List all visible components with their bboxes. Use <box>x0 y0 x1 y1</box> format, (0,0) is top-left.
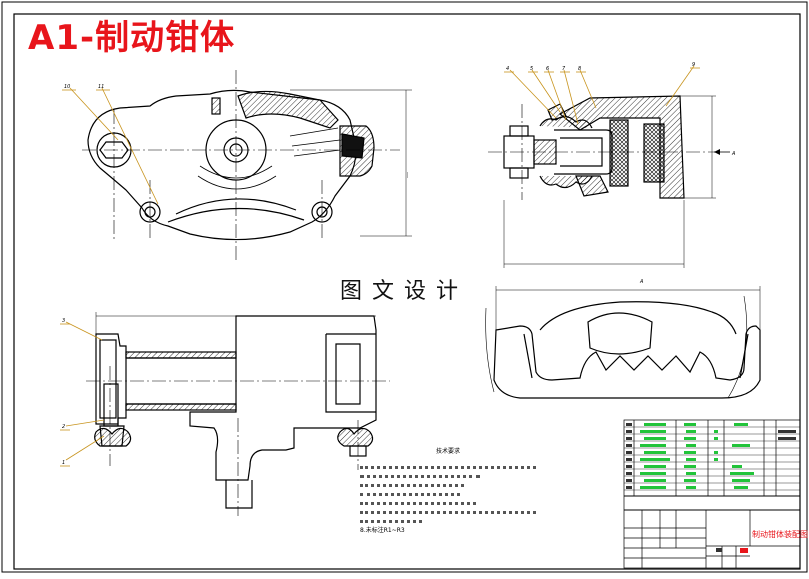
caliper-section-view <box>503 95 685 199</box>
leaders-top-left <box>69 87 159 205</box>
section-label: A <box>731 151 736 157</box>
balloon-8: 8 <box>578 66 581 72</box>
section-centerlines <box>488 104 716 200</box>
balloon-6: 6 <box>546 66 549 72</box>
balloon-10: 10 <box>64 84 70 90</box>
note-line <box>360 463 536 472</box>
balloon-4: 4 <box>506 66 509 72</box>
title-block-red-mark <box>740 548 748 553</box>
drawing-name: 制动钳体装配图 <box>752 530 808 539</box>
caliper-side-view <box>87 89 375 241</box>
note-line <box>360 481 464 490</box>
note-line <box>360 472 480 481</box>
note-last-line: 8.未标注R1~R3 <box>360 527 405 534</box>
balloon-3: 3 <box>62 318 65 324</box>
dim-text-height: ___ <box>407 171 412 179</box>
pad-view-a <box>493 301 761 399</box>
caliper-side-centerlines <box>82 70 400 262</box>
balloon-7: 7 <box>562 66 566 72</box>
balloon-1: 1 <box>62 460 65 466</box>
balloon-9: 9 <box>692 62 695 68</box>
plan-dimensions <box>95 312 376 334</box>
caliper-side-dimensions <box>290 89 412 237</box>
balloon-2: 2 <box>62 424 65 430</box>
balloon-5: 5 <box>530 66 533 72</box>
note-line <box>360 517 422 526</box>
caliper-plan-view <box>94 315 377 509</box>
leaders-bottom-left <box>65 321 105 461</box>
note-line <box>360 499 476 508</box>
parts-list-rows <box>624 426 800 491</box>
watermark-text: 图文设计 <box>326 268 482 310</box>
balloon-11: 11 <box>98 84 104 90</box>
note-line <box>360 490 460 499</box>
parts-list-index-marks <box>626 423 796 552</box>
view-label: A <box>639 279 644 285</box>
section-dimensions <box>503 95 716 268</box>
inner-border <box>13 13 801 570</box>
section-arrow-a: A <box>714 149 736 157</box>
plan-centerlines <box>86 366 390 516</box>
title-block <box>623 419 801 569</box>
parts-list-green-cells <box>640 423 754 489</box>
leaders-top-right <box>509 65 695 125</box>
drawing-title: A1-制动钳体 <box>28 18 236 58</box>
note-line <box>360 508 536 517</box>
pad-view-dimensions <box>485 286 761 399</box>
notes-heading: 技术要求 <box>436 448 461 455</box>
